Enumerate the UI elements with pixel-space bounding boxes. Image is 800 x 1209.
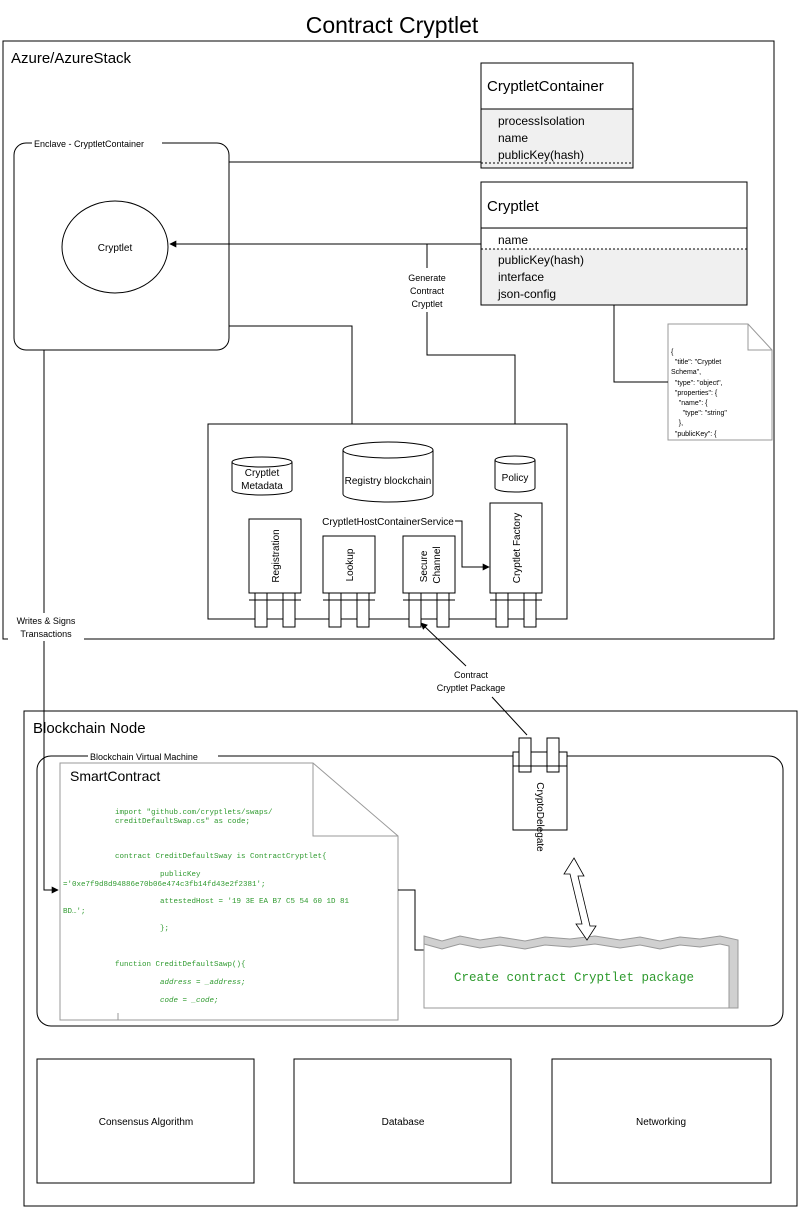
enclave-cryptlet-label: Cryptlet (98, 243, 133, 254)
registration-component: Registration (248, 518, 302, 628)
json-line: "title": "Cryptlet (671, 359, 721, 366)
consensus-algorithm-box (36, 1058, 255, 1184)
registration-label: Registration (271, 529, 282, 582)
crypto-delegate-label: CryptoDelegate (534, 782, 545, 852)
cryptlet-class-field: json-config (497, 287, 556, 301)
delegate-package-double-arrow (563, 857, 597, 941)
contract-package-connector (398, 889, 430, 951)
policy-store: Policy (494, 455, 536, 493)
code-line: ='0xe7f9d8d94886e70b06e474c3fb14fd43e2f2… (63, 881, 266, 889)
secure-channel-label-line: Channel (432, 546, 443, 583)
code-line: }; (115, 925, 169, 933)
writes-label: Transactions (20, 629, 72, 639)
host-service-label: CryptletHostContainerService (322, 517, 454, 528)
cryptlet-container-field: processIsolation (498, 114, 585, 128)
cryptlet-factory-component: Cryptlet Factory (489, 502, 543, 628)
smart-contract-document: SmartContract import "github.com/cryptle… (59, 762, 399, 1021)
json-line: "properties": { (671, 390, 718, 397)
code-line: contract CreditDefaultSway is ContractCr… (115, 853, 327, 861)
generate-label: Generate (408, 273, 446, 283)
azure-label: Azure/AzureStack (11, 50, 132, 67)
smart-contract-title: SmartContract (70, 768, 160, 784)
database-label: Database (382, 1117, 425, 1128)
code-line: publicKey (115, 871, 201, 879)
package-arrow (420, 622, 467, 667)
json-line: "type": "string" (671, 410, 727, 417)
cryptlet-class-field: publicKey(hash) (498, 253, 584, 267)
consensus-algorithm-label: Consensus Algorithm (99, 1117, 194, 1128)
blockchain-vm-label: Blockchain Virtual Machine (90, 752, 198, 762)
cryptlet-class-field: interface (498, 270, 544, 284)
database-box (293, 1058, 512, 1184)
cryptlet-container-field: name (498, 131, 528, 145)
secure-channel-component: Secure Channel (402, 535, 456, 628)
code-line: import "github.com/cryptlets/swaps/ (115, 809, 273, 817)
cryptlet-metadata-store: Cryptlet Metadata (231, 456, 293, 496)
writes-arrow (43, 641, 59, 894)
networking-box (551, 1058, 772, 1184)
lookup-component: Lookup (322, 535, 376, 628)
writes-label: Writes & Signs (17, 616, 76, 626)
generate-label: Contract (410, 286, 445, 296)
enclave-label: Enclave - CryptletContainer (34, 139, 144, 149)
cryptlet-factory-label: Cryptlet Factory (512, 513, 523, 584)
blockchain-node-container (23, 710, 798, 1207)
crypto-delegate-component: CryptoDelegate (512, 737, 568, 852)
diagram-title: Contract Cryptlet (306, 12, 479, 38)
code-line: attestedHost = '19 3E EA B7 C5 54 60 1D … (115, 898, 350, 906)
json-line: { (671, 349, 674, 356)
enclave-cryptlet-node (61, 200, 169, 294)
azure-container (2, 40, 775, 640)
cryptlet-class-field: name (498, 233, 528, 247)
code-line: BD…'; (63, 908, 86, 916)
metadata-label: Cryptlet (245, 468, 280, 479)
cryptlet-class: Cryptlet name publicKey(hash) interface … (480, 181, 748, 306)
json-connector (613, 305, 668, 383)
generate-label: Cryptlet (411, 299, 443, 309)
create-package-banner: Create contract Cryptlet package (423, 935, 739, 1009)
secure-channel-label: Secure Channel (419, 546, 443, 583)
code-line: code = _code; (115, 997, 219, 1005)
cryptlet-class-title: Cryptlet (487, 198, 540, 215)
secure-channel-label-line: Secure (419, 550, 430, 582)
package-label: Cryptlet Package (437, 683, 506, 693)
enclave-host-connector (229, 325, 353, 424)
code-line: function CreditDefaultSawp(){ (115, 961, 246, 969)
package-label: Contract (454, 670, 489, 680)
code-line: creditDefaultSwap.cs" as code; (115, 818, 250, 826)
package-connector (491, 696, 528, 736)
create-package-label: Create contract Cryptlet package (454, 971, 694, 985)
json-line: "publicKey": { (671, 431, 717, 438)
code-line: address = _address; (115, 979, 246, 987)
registry-label: Registry blockchain (345, 476, 432, 487)
lookup-label: Lookup (345, 548, 356, 581)
channel-factory-arrow (455, 520, 490, 571)
json-line: "name": { (671, 400, 708, 407)
cryptlet-container-field: publicKey(hash) (498, 148, 584, 162)
json-line: "type": "object", (671, 380, 723, 387)
blockchain-vm-container (36, 755, 784, 1027)
cryptlet-container-title: CryptletContainer (487, 78, 604, 95)
metadata-label: Metadata (241, 481, 283, 492)
json-line: }, (671, 420, 683, 427)
json-line: Schema", (671, 369, 701, 376)
cryptlet-container-class: CryptletContainer processIsolation name … (480, 62, 634, 169)
registry-blockchain-store: Registry blockchain (342, 441, 434, 503)
networking-label: Networking (636, 1117, 686, 1128)
policy-label: Policy (502, 473, 529, 484)
blockchain-node-label: Blockchain Node (33, 720, 146, 737)
json-config-document: { "title": "Cryptlet Schema", "type": "o… (667, 323, 773, 441)
